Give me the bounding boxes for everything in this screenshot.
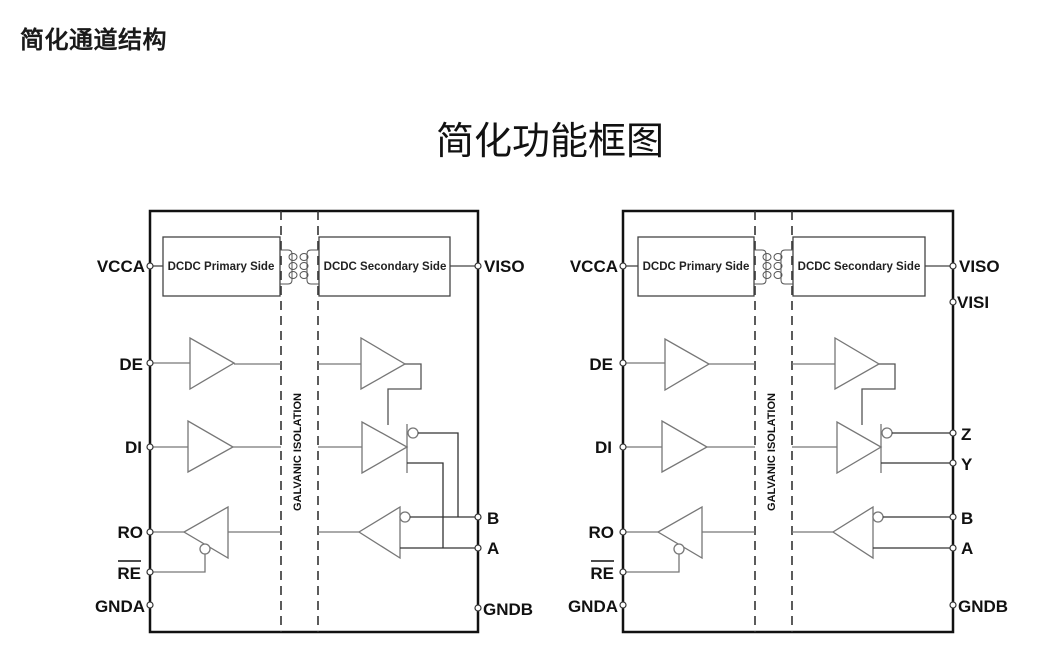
- pin-vcca: VCCA: [570, 257, 618, 276]
- pin-a: A: [961, 539, 973, 558]
- de-buffer: [150, 336, 407, 391]
- pin-di: DI: [125, 438, 142, 457]
- receiver: [318, 505, 401, 560]
- pin-b: B: [961, 509, 973, 528]
- pin-gnda: GNDA: [95, 597, 145, 616]
- pin-di: DI: [595, 438, 612, 457]
- pin-de: DE: [119, 355, 143, 374]
- pin-y: Y: [961, 455, 973, 474]
- pin-gndb: GNDB: [958, 597, 1008, 616]
- pin-a: A: [487, 539, 499, 558]
- ro-buffer: [150, 505, 281, 560]
- pin-de: DE: [589, 355, 613, 374]
- pin-re: RE: [590, 564, 614, 583]
- pin-ro: RO: [589, 523, 615, 542]
- diagram-full-duplex: GALVANIC ISOLATION DCDC Primary Side DCD…: [568, 209, 1008, 634]
- dcdc-primary-label: DCDC Primary Side: [643, 261, 750, 273]
- pin-gnda: GNDA: [568, 597, 618, 616]
- transformer-icon: [754, 249, 793, 285]
- pin-gndb: GNDB: [483, 600, 533, 619]
- dcdc-primary-label: DCDC Primary Side: [168, 261, 275, 273]
- isolation-label: GALVANIC ISOLATION: [766, 393, 778, 511]
- diagram-half-duplex: GALVANIC ISOLATION DCDC Primary Side DCD…: [95, 209, 533, 634]
- pin-ro: RO: [118, 523, 144, 542]
- pin-re: RE: [117, 564, 141, 583]
- line-driver: [361, 420, 409, 475]
- pin-viso: VISO: [484, 257, 525, 276]
- pin-viso: VISO: [959, 257, 1000, 276]
- receiver: [792, 505, 874, 560]
- di-buffer: [150, 419, 409, 475]
- figure-title: 简化功能框图: [435, 119, 664, 163]
- dcdc-secondary-label: DCDC Secondary Side: [324, 261, 447, 273]
- ro-buffer: [623, 505, 755, 560]
- pin-visi: VISI: [957, 293, 989, 312]
- package-outline: [148, 209, 480, 634]
- pin-vcca: VCCA: [97, 257, 145, 276]
- pin-b: B: [487, 509, 499, 528]
- di-buffer: [623, 419, 883, 475]
- transformer-icon: [280, 249, 319, 285]
- section-title: 简化通道结构: [20, 26, 167, 54]
- package-outline: [621, 209, 955, 634]
- line-driver: [836, 420, 883, 475]
- dcdc-secondary-label: DCDC Secondary Side: [798, 261, 921, 273]
- pin-z: Z: [961, 425, 971, 444]
- isolation-label: GALVANIC ISOLATION: [292, 393, 304, 511]
- de-buffer: [623, 336, 881, 392]
